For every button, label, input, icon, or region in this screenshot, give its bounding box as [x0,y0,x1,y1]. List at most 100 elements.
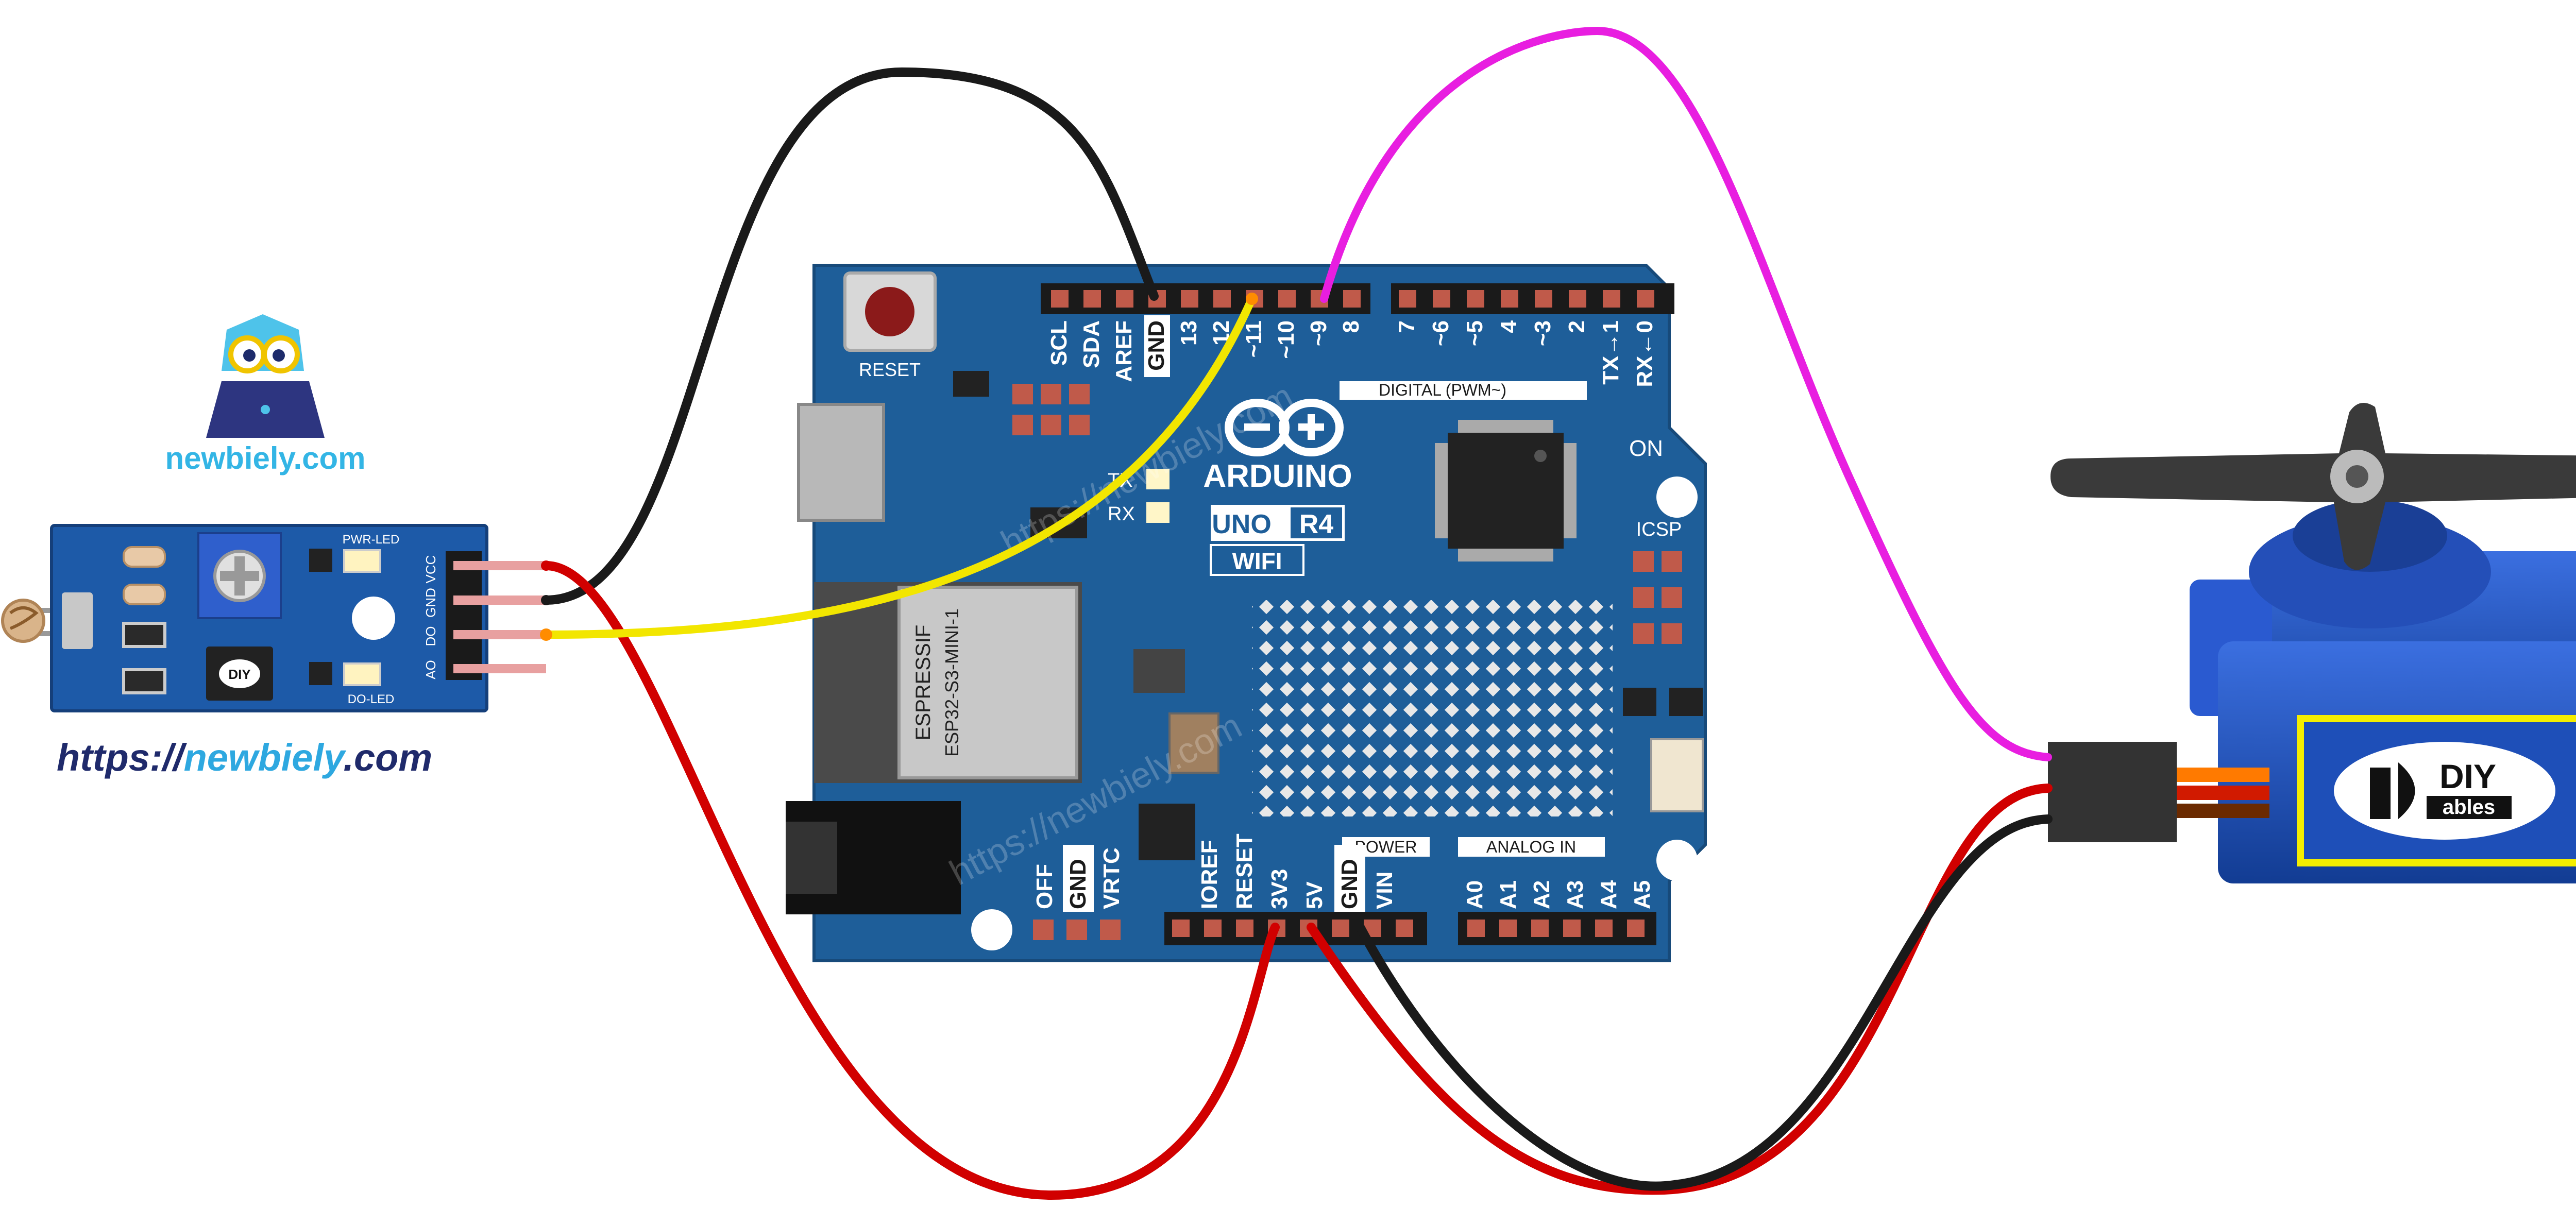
rx-label: RX [1108,503,1135,525]
header-label-top: ~10 [1274,320,1299,359]
header-pin [1204,920,1222,937]
header-label-top: 13 [1176,320,1201,346]
light-sensor-module: DIY PWR-LED DO-LED VCC GND DO AO [1,524,546,712]
website-url[interactable]: https://newbiely.com [57,736,520,779]
pin-label-bottom: GND [1337,859,1362,909]
mounting-hole [971,909,1012,950]
pin-label-bottom: GND [1065,859,1091,909]
header-pin [1637,290,1654,308]
smd-pads [1012,384,1090,435]
analog-header [1458,912,1656,945]
led-matrix [1252,600,1613,816]
header-label-top: AREF [1111,320,1137,382]
header-pin [1399,290,1416,308]
newbiely-logo: newbiely.com [165,314,366,475]
header-label-top: GND [1144,320,1169,371]
pin-label-bottom: 5V [1302,881,1327,909]
analog-label: ANALOG IN [1486,838,1576,856]
reset-button[interactable] [843,271,937,352]
svg-text:DIY: DIY [228,667,250,682]
header-label-top: 8 [1338,320,1364,333]
do-led-label: DO-LED [348,692,395,706]
sensor-pin-labels: VCC GND DO AO [423,555,438,679]
wire-red-sensor-vcc [541,561,1280,1200]
mcu-chip [1435,420,1577,562]
pin-label-bottom: 3V3 [1267,869,1292,909]
header-pin [1343,290,1361,308]
header-label-top-right: ~5 [1462,320,1487,346]
module-vendor: ESPRESSIF [912,625,935,741]
url-part-scheme: https:// [57,736,184,779]
icsp-header [1633,551,1682,644]
analog-header-pins [1467,920,1645,937]
arduino-logo-icon [1225,399,1344,456]
pin-label-bottom: A2 [1529,880,1554,909]
header-pin [1181,290,1198,308]
potentiometer [197,532,282,619]
header-label-top-right: 2 [1564,320,1589,333]
usb-c-connector [797,403,885,522]
header-label-top: SCL [1046,320,1072,366]
header-pin [1531,920,1549,937]
header-label-top: SDA [1079,320,1104,368]
header-top-right-pins [1399,290,1654,308]
bottom-left-pins [1033,920,1121,940]
header-label-top-right: RX←0 [1632,320,1657,387]
header-pin [1563,920,1581,937]
owl-laptop-icon [206,314,325,438]
header-pin [1535,290,1552,308]
header-label-top-right: TX→1 [1598,320,1623,385]
pin-label-bottom: A3 [1563,880,1588,909]
icsp-label: ICSP [1636,519,1682,540]
revision-label: R4 [1299,509,1334,539]
mounting-hole [352,597,395,640]
url-part-tld: .com [343,736,433,779]
header-pin [1332,920,1349,937]
module-name: ESP32-S3-MINI-1 [941,608,962,757]
pin-label-bottom: OFF [1032,864,1057,909]
pwr-led-label: PWR-LED [343,533,400,547]
resistors [122,546,166,694]
servo-brand-top: DIY [2439,757,2496,795]
header-pin [1116,290,1133,308]
header-pin [1603,290,1620,308]
pin-label-bottom: A0 [1462,880,1487,909]
pwr-led: PWR-LED [309,533,400,573]
header-label-top-right: 4 [1496,320,1521,333]
wire-black-sensor-gnd [541,67,1159,605]
pin-label-bottom: A1 [1496,880,1521,909]
arduino-brand: ARDUINO [1203,458,1352,494]
header-pin [1396,920,1413,937]
pin-label-ao: AO [423,660,438,679]
header-pin [1499,920,1517,937]
wire-black-servo-gnd [1355,814,2053,1191]
power-header [1164,912,1427,945]
header-pin [1501,290,1518,308]
pin-label-gnd: GND [423,588,438,618]
sensor-header [446,551,482,680]
pin-label-do: DO [423,626,438,646]
reset-label: RESET [859,359,921,380]
pin-label-bottom: IOREF [1197,840,1222,909]
header-label-top: ~9 [1306,320,1331,346]
pin-label-bottom: A4 [1596,880,1621,909]
header-pin [1236,920,1253,937]
header-pin [1595,920,1613,937]
ldr-socket [62,592,93,649]
header-label-top: ~11 [1241,320,1266,358]
pin-label-bottom: VRTC [1099,847,1124,909]
pin-label-bottom: RESET [1232,833,1257,909]
wire-red-servo-vcc [1307,784,2053,1195]
wifi-label: WIFI [1232,548,1282,574]
url-part-domain: newbiely [183,736,344,779]
header-pin [1467,290,1484,308]
header-pin [1278,290,1296,308]
digital-label-bg [1340,381,1587,400]
bottom-left-pin-labels: OFF GND VRTC [1032,845,1124,912]
header-pin [1627,920,1645,937]
header-label-top-right: ~6 [1428,320,1453,346]
servo-motor: DIY ables [2048,403,2576,883]
